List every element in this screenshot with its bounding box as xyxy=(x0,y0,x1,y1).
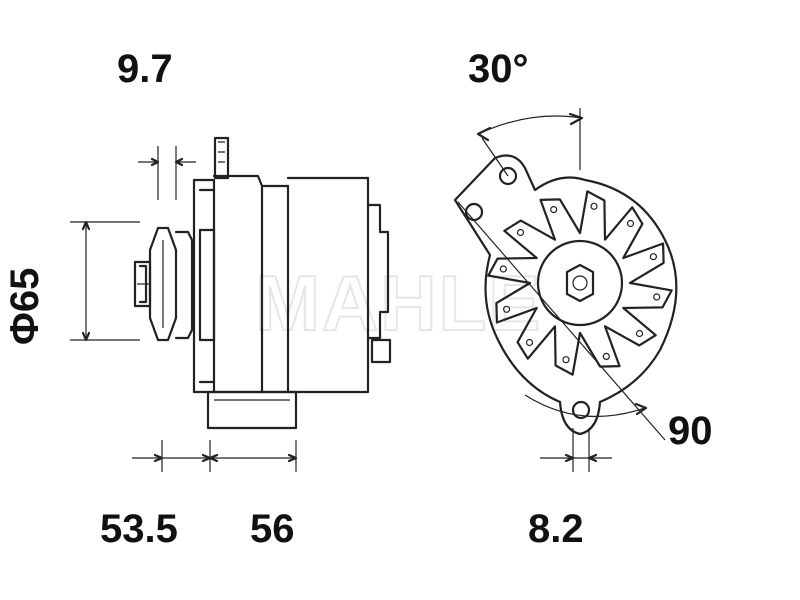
fan-blade-slot xyxy=(562,356,570,364)
cooling-fan xyxy=(487,190,673,376)
dimension-top-right: 30° xyxy=(468,47,529,91)
dimension-left-vertical: Φ65 xyxy=(3,268,47,345)
fan-blade-slot xyxy=(653,293,661,301)
fan-blade-slot xyxy=(649,253,658,261)
front-view xyxy=(453,154,678,436)
fan-blades xyxy=(487,190,673,376)
fan-blade-slot xyxy=(626,219,635,228)
dimension-right: 90 xyxy=(668,409,713,453)
side-dimension-lines xyxy=(70,146,298,472)
dimension-top-left: 9.7 xyxy=(117,47,173,91)
dimension-bottom-3: 8.2 xyxy=(528,507,584,551)
fan-blade-slot xyxy=(525,338,534,347)
watermark-logo: MAHLE xyxy=(255,259,542,347)
dimension-bottom-2: 56 xyxy=(250,507,295,551)
side-view xyxy=(133,136,392,430)
front-dimension-lines xyxy=(457,108,666,472)
fan-blade-slot xyxy=(550,206,558,214)
fan-blade-slot xyxy=(503,305,511,313)
fan-blade-slot xyxy=(499,265,507,273)
fan-blade-slot xyxy=(590,202,598,210)
fan-blade-slot xyxy=(602,352,610,360)
fan-blade-slot xyxy=(516,228,525,237)
fan-blade-slot xyxy=(635,329,644,338)
dimension-bottom-1: 53.5 xyxy=(100,507,178,551)
